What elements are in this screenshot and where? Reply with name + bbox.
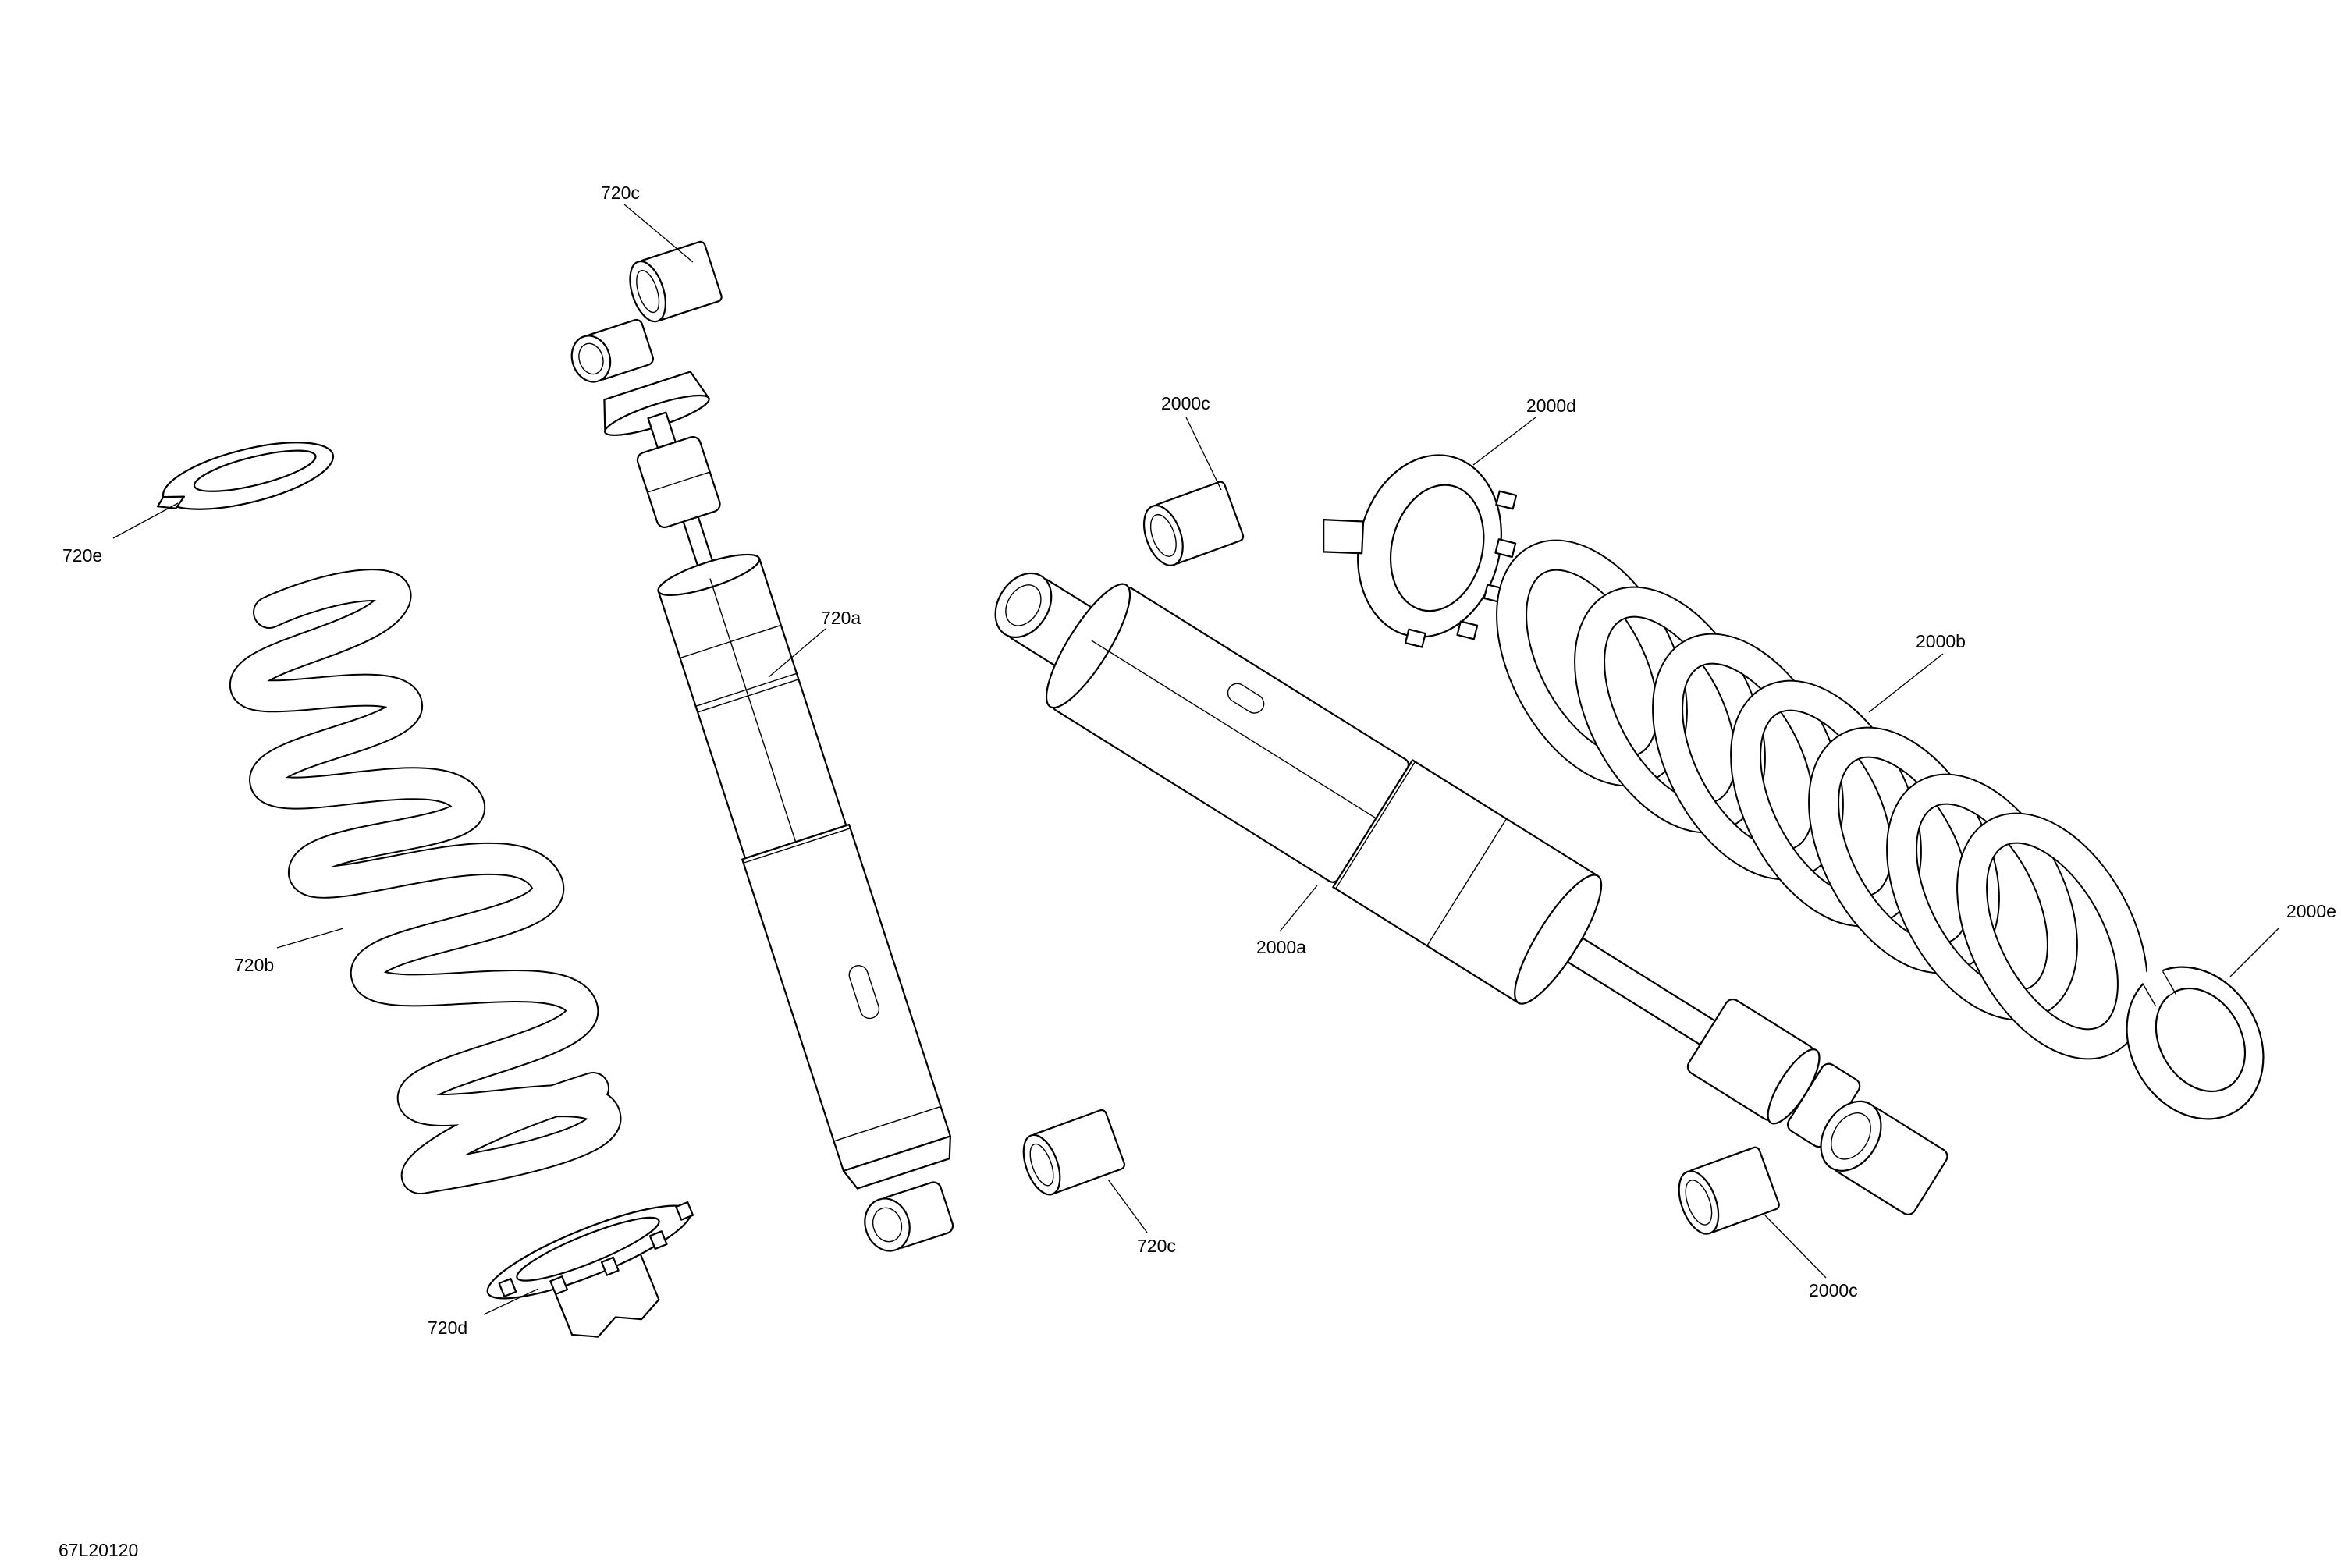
adjuster-ring-720d (486, 1201, 694, 1338)
shock-absorber-2000a (994, 572, 1948, 1215)
callout-2000c-top: 2000c (1161, 393, 1210, 413)
callout-720d: 720d (428, 1318, 467, 1338)
callout-720c-top: 720c (601, 183, 640, 203)
leader-lines (112, 204, 2279, 1315)
retaining-clip-2000e (2126, 964, 2265, 1120)
adjuster-ring-2000d (1323, 454, 1518, 648)
bushing-2000c-bottom (1678, 1146, 1780, 1235)
callout-720e: 720e (62, 545, 102, 566)
callout-2000b: 2000b (1916, 631, 1966, 651)
callout-2000d: 2000d (1526, 396, 1576, 416)
callout-2000e: 2000e (2286, 901, 2336, 921)
coil-spring-2000b (1496, 539, 2148, 1060)
callout-720a: 720a (821, 608, 861, 628)
bushing-2000c-top (1143, 481, 1245, 566)
coil-spring-720b (229, 569, 622, 1194)
callout-720b: 720b (234, 955, 274, 975)
callout-2000c-bottom: 2000c (1809, 1280, 1858, 1300)
shock-absorber-720a (570, 318, 954, 1252)
retaining-clip-720e (156, 442, 335, 510)
bushing-720c-bottom (1022, 1109, 1126, 1196)
bushing-720c-top (629, 240, 723, 323)
figure-code: 67L20120 (59, 1540, 138, 1560)
callout-2000a: 2000a (1256, 937, 1306, 957)
callout-720c-bottom: 720c (1137, 1236, 1176, 1256)
